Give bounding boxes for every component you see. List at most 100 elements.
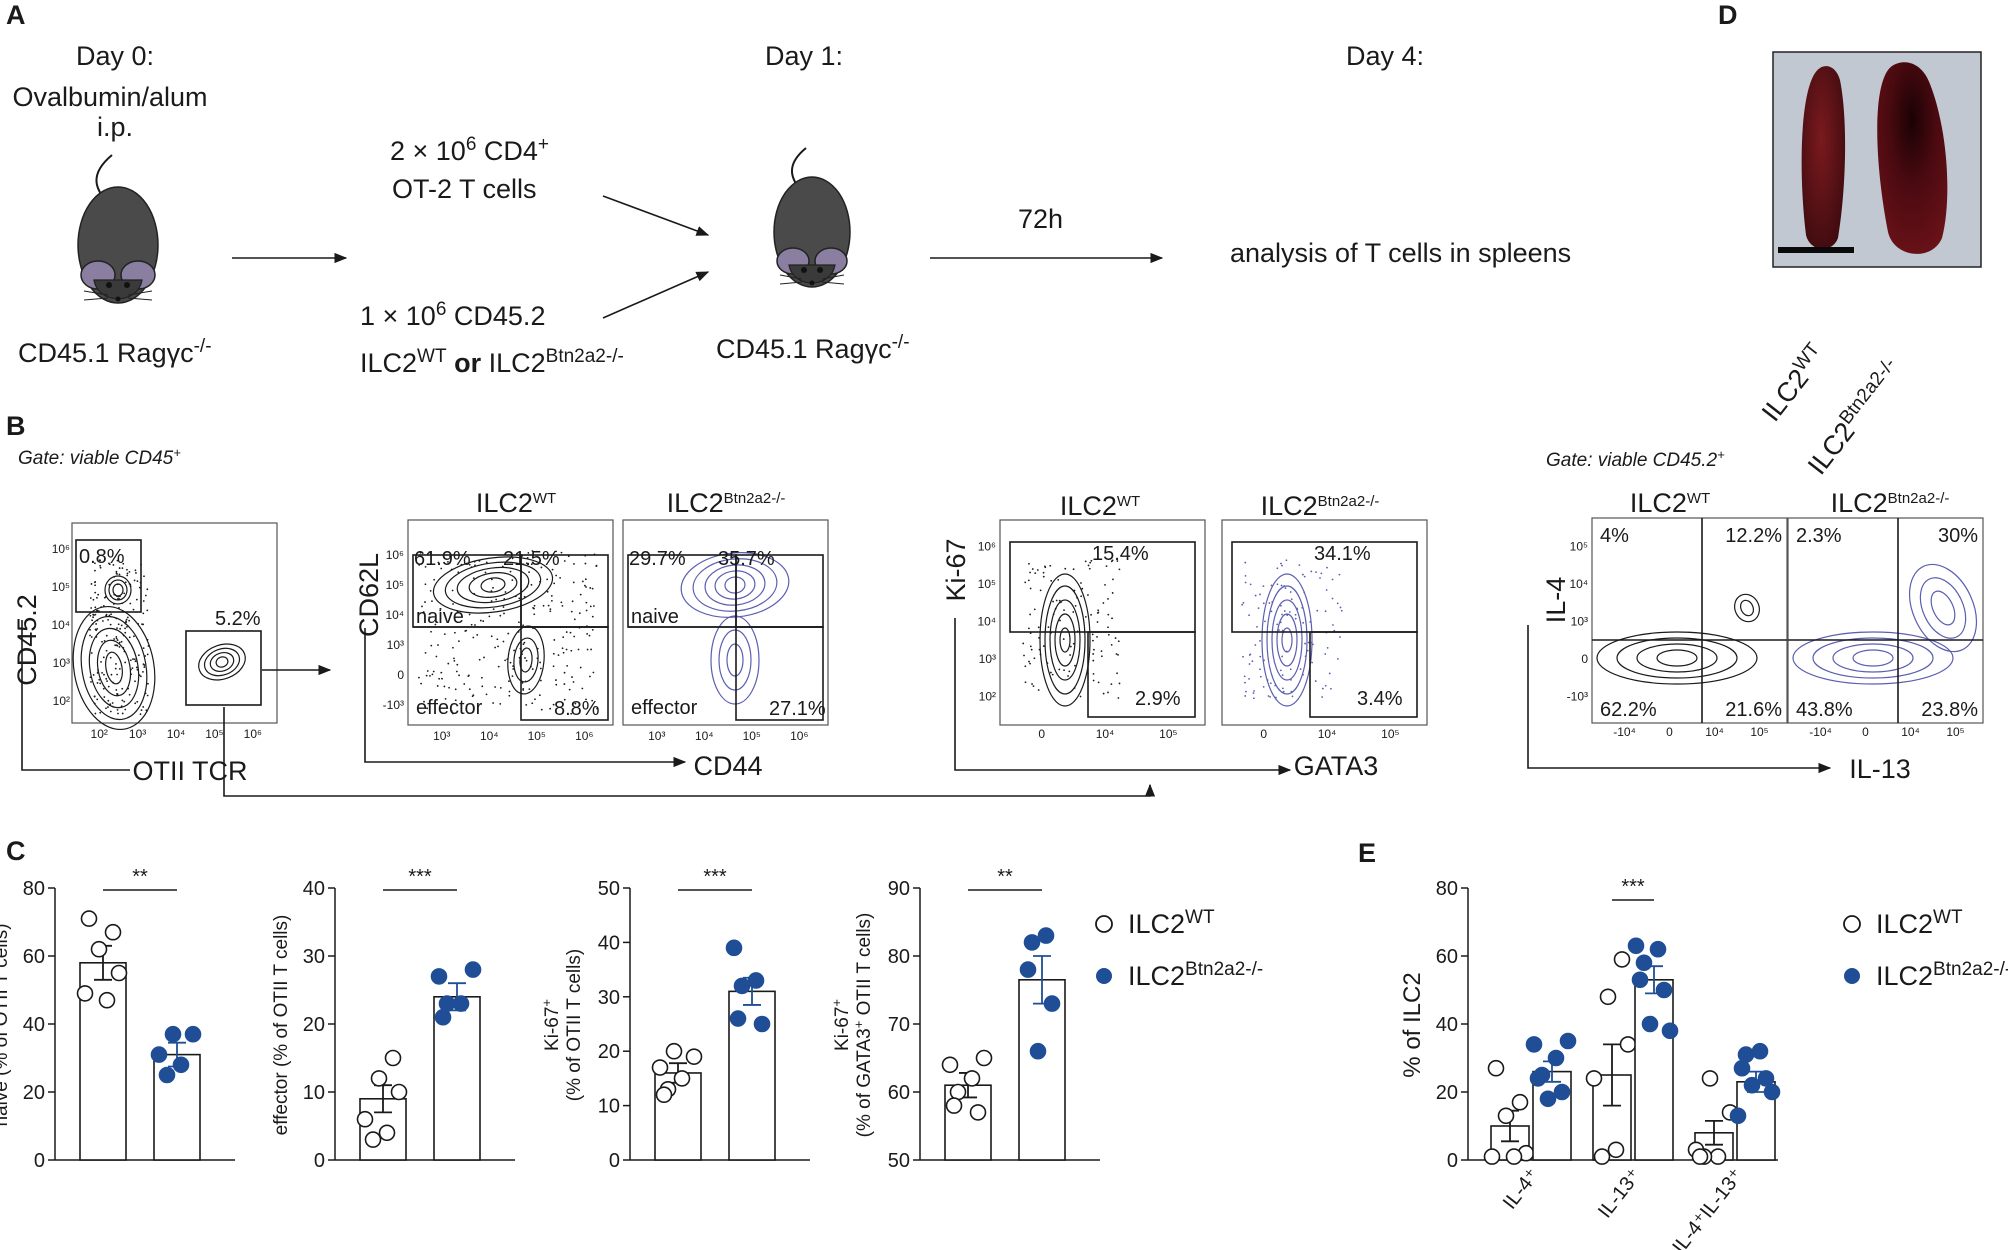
chart0-ko-point-1 (184, 1025, 202, 1043)
flow-plot4-pop-wt-ring-0 (1656, 649, 1698, 667)
flow-plot1-x-tick-4: 10⁶ (244, 727, 262, 741)
flow-plot4-ko-tl: 2.3% (1796, 525, 1842, 547)
flow-plot4-axisarrow (1527, 625, 1832, 774)
flow-plot4-x-ko-tick-0: -10⁴ (1809, 725, 1832, 739)
chart4-ko-1-point-2 (1635, 954, 1653, 972)
chart1-wt-point-4 (378, 1124, 396, 1142)
flow-plot4-x-wt-tick-2: 10⁴ (1705, 725, 1724, 739)
flow-plot1-pop2-ring-1 (108, 579, 128, 601)
panel-label-e: E (1358, 838, 1376, 868)
flow-plot1-dots (89, 559, 150, 716)
flow-plot2-frame-wt (407, 519, 614, 726)
flow-arrow-to-plot3 (223, 707, 1156, 797)
flow-plot3-x-ko-tick-0: 0 (1260, 727, 1267, 741)
chart4-ko-2-point-4 (1743, 1076, 1761, 1094)
flow-plot4-y-tick-3: 0 (1581, 652, 1588, 666)
flow-plot4-ko-tr: 30% (1938, 525, 1978, 547)
chart4-ko-0-point-1 (1525, 1036, 1543, 1053)
gate-left: Gate: viable CD45+ (18, 445, 181, 469)
flow-plot1-x-tick-1: 10³ (129, 727, 146, 741)
flow-plot1-y-tick-4: 10² (53, 694, 70, 708)
flow-plot3-pop-ko-ring-4 (1261, 573, 1313, 707)
flow-plot2-contours-ko (680, 552, 790, 705)
chart1-ko-point-0 (464, 961, 482, 978)
flow-plot3-pop-wt-ring-0 (1059, 627, 1071, 653)
chart1-ko-point-3 (438, 995, 456, 1012)
chart0-yticklabel-2: 40 (23, 1014, 45, 1036)
chart1-wt-point-2 (390, 1083, 408, 1101)
flow-plot4-wt-br: 21.6% (1725, 699, 1782, 721)
flow-plot1-gate2 (185, 630, 262, 706)
legend-ko-marker (1096, 968, 1112, 984)
flow-plot4-pop-wt-ring-2 (1616, 637, 1738, 679)
chart3-yticklabel-2: 70 (888, 1014, 910, 1036)
flow-plot4-ylabel: IL-4 (1541, 577, 1571, 624)
flow-plot1-pop3-ring-1 (209, 651, 235, 673)
flow-plot4-wt-tl: 4% (1600, 525, 1629, 547)
chart1-yticklabel-3: 30 (303, 946, 325, 968)
chart0-wt-point-2 (90, 940, 108, 958)
mouse1-label: CD45.1 Ragγc-/- (716, 332, 910, 364)
chart4-ko-1-point-5 (1641, 1015, 1659, 1033)
chart2-yticklabel-5: 50 (598, 878, 620, 900)
chart4-ko-2-point-1 (1737, 1046, 1755, 1063)
chart4-wt-1-point-5 (1593, 1148, 1611, 1165)
day0-sub2: i.p. (97, 112, 133, 142)
ilc-line1: 1 × 106 CD45.2 (360, 299, 545, 331)
flow-plot2-y-tick-3: 10³ (387, 638, 404, 652)
flow-plot4-contours-ko (1792, 563, 1978, 685)
legend-wt-label: ILC2WT (1128, 907, 1215, 939)
chart1-yticklabel-2: 20 (303, 1014, 325, 1036)
chart3-ylabel1: Ki-67+ (829, 999, 853, 1051)
chart2-ko-point-2 (733, 977, 751, 995)
spleen-photo (1772, 51, 1982, 268)
flow-plot2-y-tick-5: -10³ (383, 698, 404, 712)
ilc-line2: ILC2WT or ILC2Btn2a2-/- (360, 346, 624, 378)
flow-plot3-title-ko: ILC2Btn2a2-/- (1261, 491, 1380, 521)
chart3-wt-point-3 (949, 1083, 967, 1101)
flow-plot4-wt-bl: 62.2% (1600, 699, 1657, 721)
chart4-wt-1-point-2 (1619, 1036, 1637, 1053)
spleen-wt (1801, 66, 1846, 249)
chart4-wt-0-point-5 (1505, 1148, 1523, 1165)
chart2-yticklabel-3: 30 (598, 987, 620, 1009)
arrow-ilc2 (602, 271, 710, 319)
chart4-ko-1-point-3 (1631, 971, 1649, 989)
flow-plot2-wt-naive-label: naive (416, 606, 464, 628)
flow-plot3-y-tick-1: 10⁵ (978, 577, 996, 591)
flow-plot3-y-tick-3: 10³ (979, 652, 996, 666)
flow-plot1-pop2-ring-0 (112, 583, 124, 597)
flow-plot3-x-wt-tick-0: 0 (1038, 727, 1045, 741)
flow-plot2-y-tick-1: 10⁵ (386, 578, 404, 592)
flow-plot2-ko-br: 27.1% (769, 698, 826, 720)
arrow-tcells (602, 195, 710, 236)
chart4-wt-2-point-0 (1701, 1070, 1719, 1087)
flow-plot1-g2: 5.2% (215, 608, 261, 630)
analysis-label: analysis of T cells in spleens (1230, 238, 1571, 268)
chart4-wt-1-point-4 (1607, 1141, 1625, 1159)
flow-plot3-wt-top: 15.4% (1092, 543, 1149, 565)
chart2-wt-point-5 (655, 1086, 673, 1104)
flow-plot2-ko-bot-ring-2 (710, 615, 760, 705)
flow-plot1-pop3-ring-0 (215, 656, 229, 668)
legend-e-wt-marker (1843, 915, 1861, 933)
flow-plot4-x-wt-tick-3: 10⁵ (1750, 725, 1768, 739)
chart1-wt-point-5 (364, 1131, 382, 1148)
flow-plot2-x-ko-tick-0: 10³ (648, 729, 665, 743)
chart1-yticklabel-1: 10 (303, 1082, 325, 1104)
legend-wt-marker (1095, 915, 1113, 933)
day1-label: Day 1: (765, 41, 843, 71)
flow-plot3-pop-wt-ring-1 (1054, 613, 1076, 667)
flow-plot2-ko-naive-label: naive (631, 606, 679, 628)
flow-plot2-x-wt-tick-2: 10⁵ (528, 729, 546, 743)
chart2-sig-stars: *** (703, 866, 727, 888)
chart4-ko-0-point-2 (1547, 1049, 1565, 1067)
chart0-ko-point-2 (150, 1046, 168, 1063)
flow-plot1-x-tick-2: 10⁴ (167, 727, 186, 741)
flow-plot4-title-wt: ILC2WT (1630, 488, 1710, 518)
chart2-yticklabel-1: 10 (598, 1096, 620, 1118)
flow-plot3-pop-ko-ring-2 (1271, 599, 1303, 681)
flow-plot4-contours-wt (1596, 593, 1760, 685)
